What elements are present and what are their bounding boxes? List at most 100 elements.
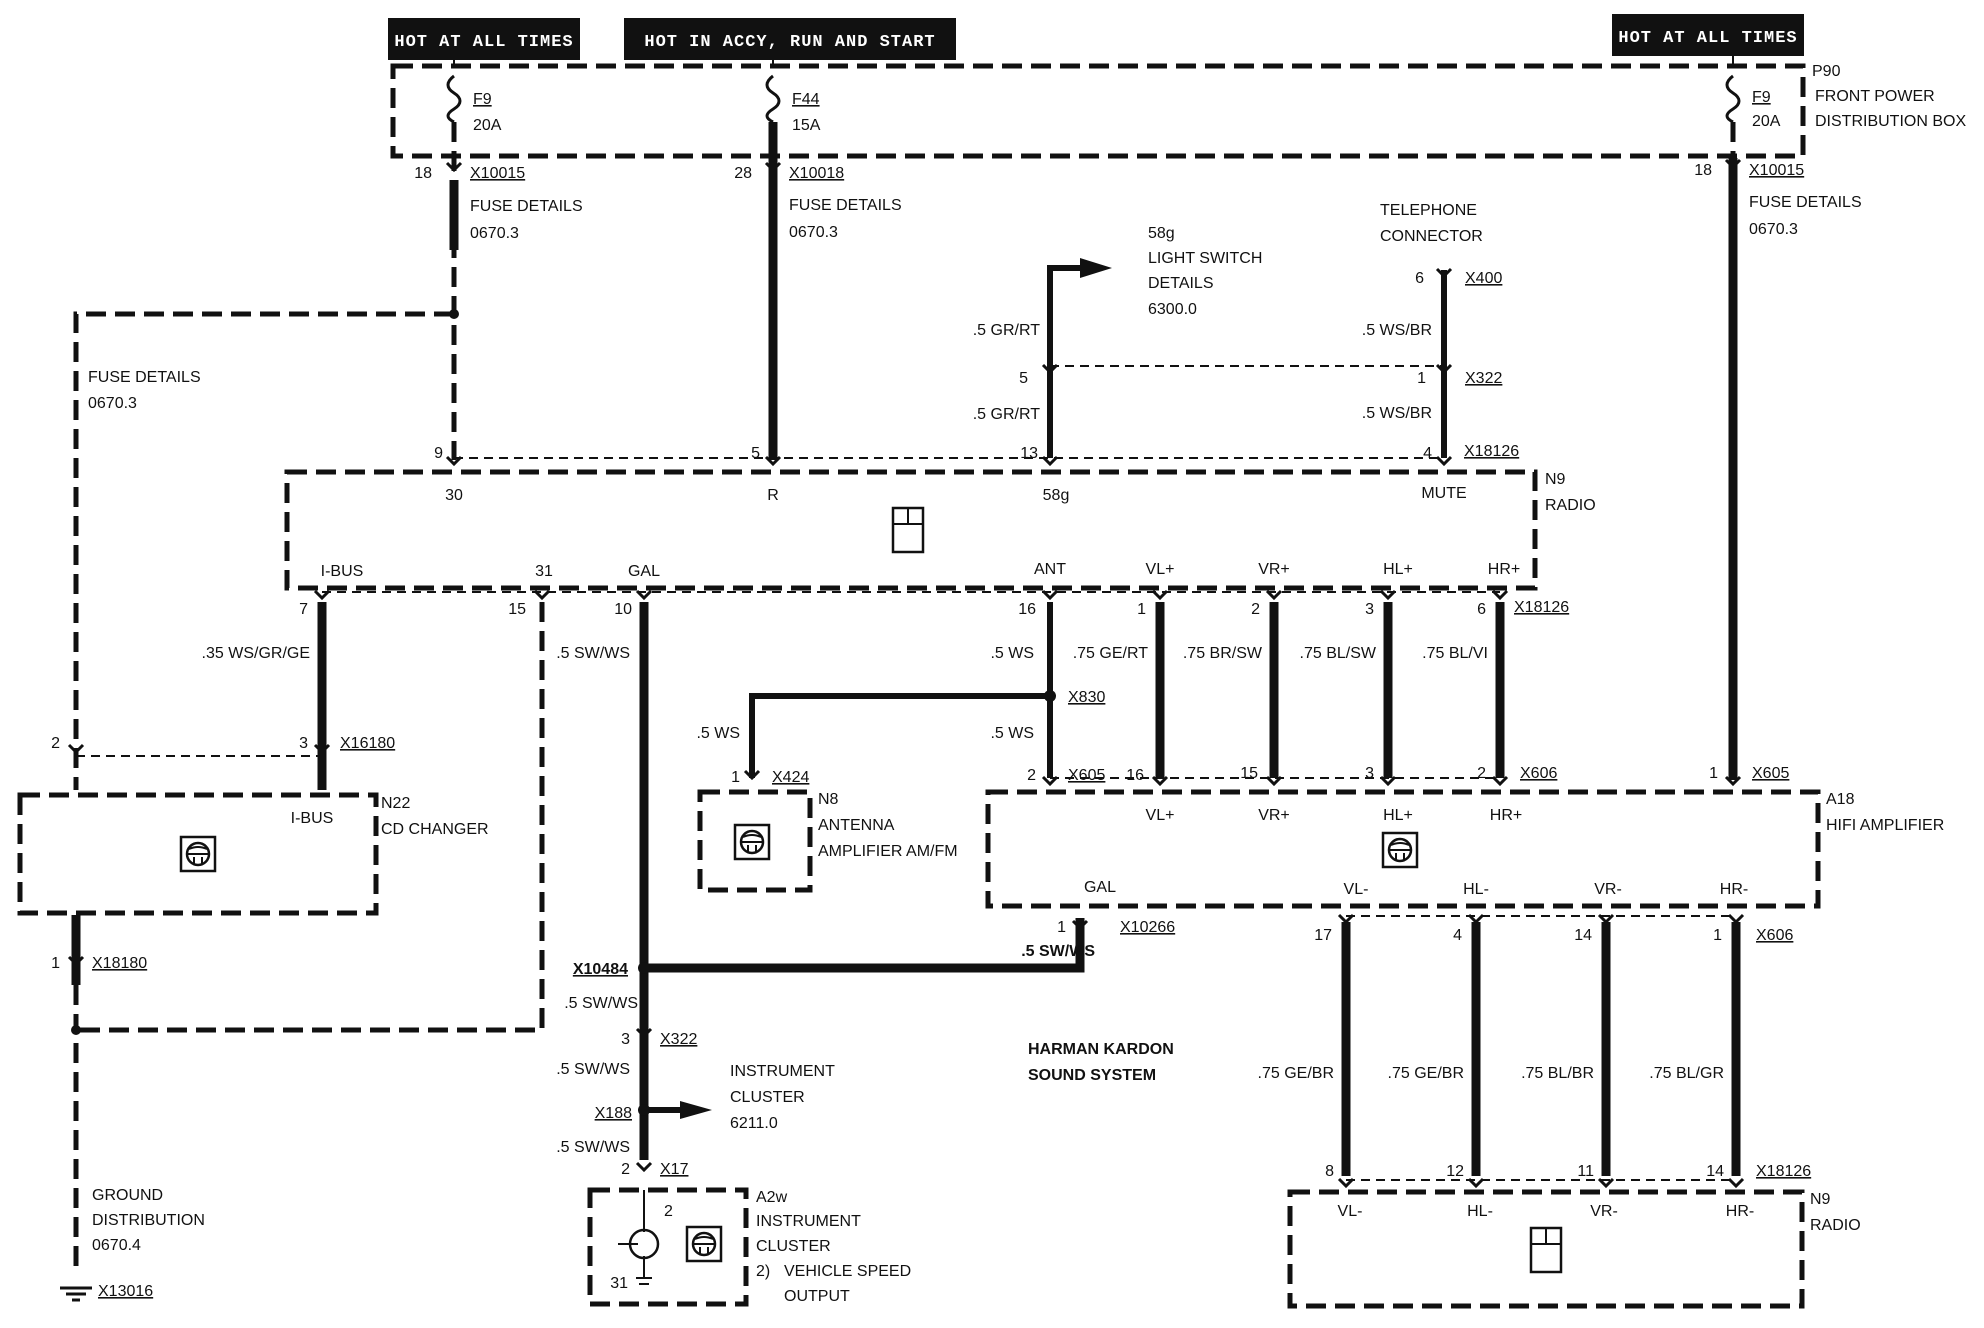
antenna-icon [733, 823, 771, 861]
ref-label: CONNECTOR [1380, 228, 1483, 245]
pin-label: 1 [1709, 765, 1718, 782]
component-pin: 31 [610, 1275, 628, 1292]
wire-label: .5 SW/WS [556, 645, 630, 662]
pin-label: 6 [1477, 601, 1486, 618]
pin-label: 17 [1314, 927, 1332, 944]
radio-pin: VR- [1590, 1203, 1618, 1220]
wire-label: .75 BL/SW [1300, 645, 1377, 662]
radio-pin: R [767, 487, 779, 504]
pin-label: 16 [1126, 767, 1144, 784]
pin-label: 2 [1251, 601, 1260, 618]
ref-code: 0670.3 [789, 224, 838, 241]
wire-label: .75 GE/RT [1073, 645, 1149, 662]
pin-label: 12 [1446, 1163, 1464, 1180]
ref-label: FUSE DETAILS [789, 197, 902, 214]
component-name: RADIO [1810, 1217, 1861, 1234]
amplifier-pin: HL- [1463, 881, 1489, 898]
connector-label: X10266 [1120, 919, 1175, 936]
wire-label: .75 BL/VI [1422, 645, 1488, 662]
front-power-distribution-box [390, 63, 1806, 159]
fuse-amp: 20A [1752, 113, 1781, 130]
component-name: CLUSTER [756, 1238, 831, 1255]
component-name: ANTENNA [818, 817, 895, 834]
header-text: HOT AT ALL TIMES [394, 33, 573, 52]
pin-label: 3 [1365, 601, 1374, 618]
pin-label: 1 [1713, 927, 1722, 944]
pin-label: 6 [1415, 270, 1424, 287]
pin-label: 14 [1706, 1163, 1724, 1180]
wire-label: .5 SW/WS [556, 1139, 630, 1156]
pin-label: 14 [1574, 927, 1592, 944]
component-pin: 2 [664, 1203, 673, 1220]
pin-label: 16 [1018, 601, 1036, 618]
pin-label: 1 [731, 769, 740, 786]
component-note: VEHICLE SPEED [784, 1263, 911, 1280]
wire-label: .75 BL/BR [1521, 1065, 1594, 1082]
wire-label: .35 WS/GR/GE [202, 645, 310, 662]
wire-label: .75 GE/BR [1258, 1065, 1334, 1082]
pin-label: 4 [1423, 445, 1432, 462]
ref-label: DISTRIBUTION [92, 1212, 205, 1229]
amplifier-pin: VR- [1594, 881, 1622, 898]
radio-n9-top [284, 469, 1538, 591]
pin-label: 2 [1477, 765, 1486, 782]
pin-label: 4 [1453, 927, 1462, 944]
fuse-name: F9 [473, 91, 492, 108]
amplifier-pin: HR+ [1490, 807, 1522, 824]
wire-label: .5 WS [990, 645, 1034, 662]
pin-label: 3 [621, 1031, 630, 1048]
pin-label: 7 [299, 601, 308, 618]
wire-label: .75 BR/SW [1183, 645, 1263, 662]
pin-label: 18 [414, 165, 432, 182]
connector-label: X322 [1465, 370, 1502, 387]
fuse-amp: 15A [792, 117, 821, 134]
instrument-cluster-a2w [587, 1187, 749, 1307]
radio-pin: 58g [1043, 487, 1070, 504]
pin-label: 1 [51, 955, 60, 972]
pin-label: 28 [734, 165, 752, 182]
wire-label: .5 WS/BR [1362, 322, 1432, 339]
fuse-amp: 20A [473, 117, 502, 134]
wire-label: .5 WS/BR [1362, 405, 1432, 422]
radio-pin: I-BUS [321, 563, 364, 580]
ref-code: 0670.4 [92, 1237, 141, 1254]
fuse-name: F44 [792, 91, 820, 108]
radio-pin: 30 [445, 487, 463, 504]
ref-label: INSTRUMENT [730, 1063, 835, 1080]
pin-label: 3 [1365, 765, 1374, 782]
connector-label: X18126 [1464, 443, 1519, 460]
wire-label: .75 BL/GR [1649, 1065, 1724, 1082]
connector-label: X17 [660, 1161, 689, 1178]
connector-label: X400 [1465, 270, 1502, 287]
ref-label: 58g [1148, 225, 1175, 242]
radio-pin: HL+ [1383, 561, 1413, 578]
pin-label: 10 [614, 601, 632, 618]
fuse-name: F9 [1752, 89, 1771, 106]
cluster-icon [685, 1225, 723, 1263]
header-hot-in-accy: HOT IN ACCY, RUN AND START [624, 18, 956, 60]
component-id: A18 [1826, 791, 1855, 808]
connector-label: X16180 [340, 735, 395, 752]
radio-icon [1529, 1226, 1563, 1274]
pin-label: 15 [1240, 765, 1258, 782]
radio-pin: HR+ [1488, 561, 1520, 578]
fusebox-label-1: FRONT POWER [1815, 88, 1935, 105]
amplifier-pin: VL- [1344, 881, 1369, 898]
header-text: HOT IN ACCY, RUN AND START [644, 33, 935, 52]
fuse-f9-right: F9 20A [1725, 74, 1781, 130]
connector-label: X18180 [92, 955, 147, 972]
ref-code: 6211.0 [730, 1115, 778, 1132]
pin-label: 3 [299, 735, 308, 752]
amplifier-icon [1381, 831, 1419, 869]
hifi-amplifier-a18 [985, 789, 1821, 909]
wire-label: .75 GE/BR [1388, 1065, 1464, 1082]
ref-code: 0670.3 [1749, 221, 1798, 238]
wire-label: .5 SW/WS [556, 1061, 630, 1078]
wire-label: .5 SW/WS [1021, 943, 1095, 960]
component-id: N8 [818, 791, 839, 808]
connector-label: X606 [1520, 765, 1557, 782]
ref-label: FUSE DETAILS [88, 369, 201, 386]
cd-changer-icon [179, 835, 217, 873]
pin-label: 5 [1019, 370, 1028, 387]
